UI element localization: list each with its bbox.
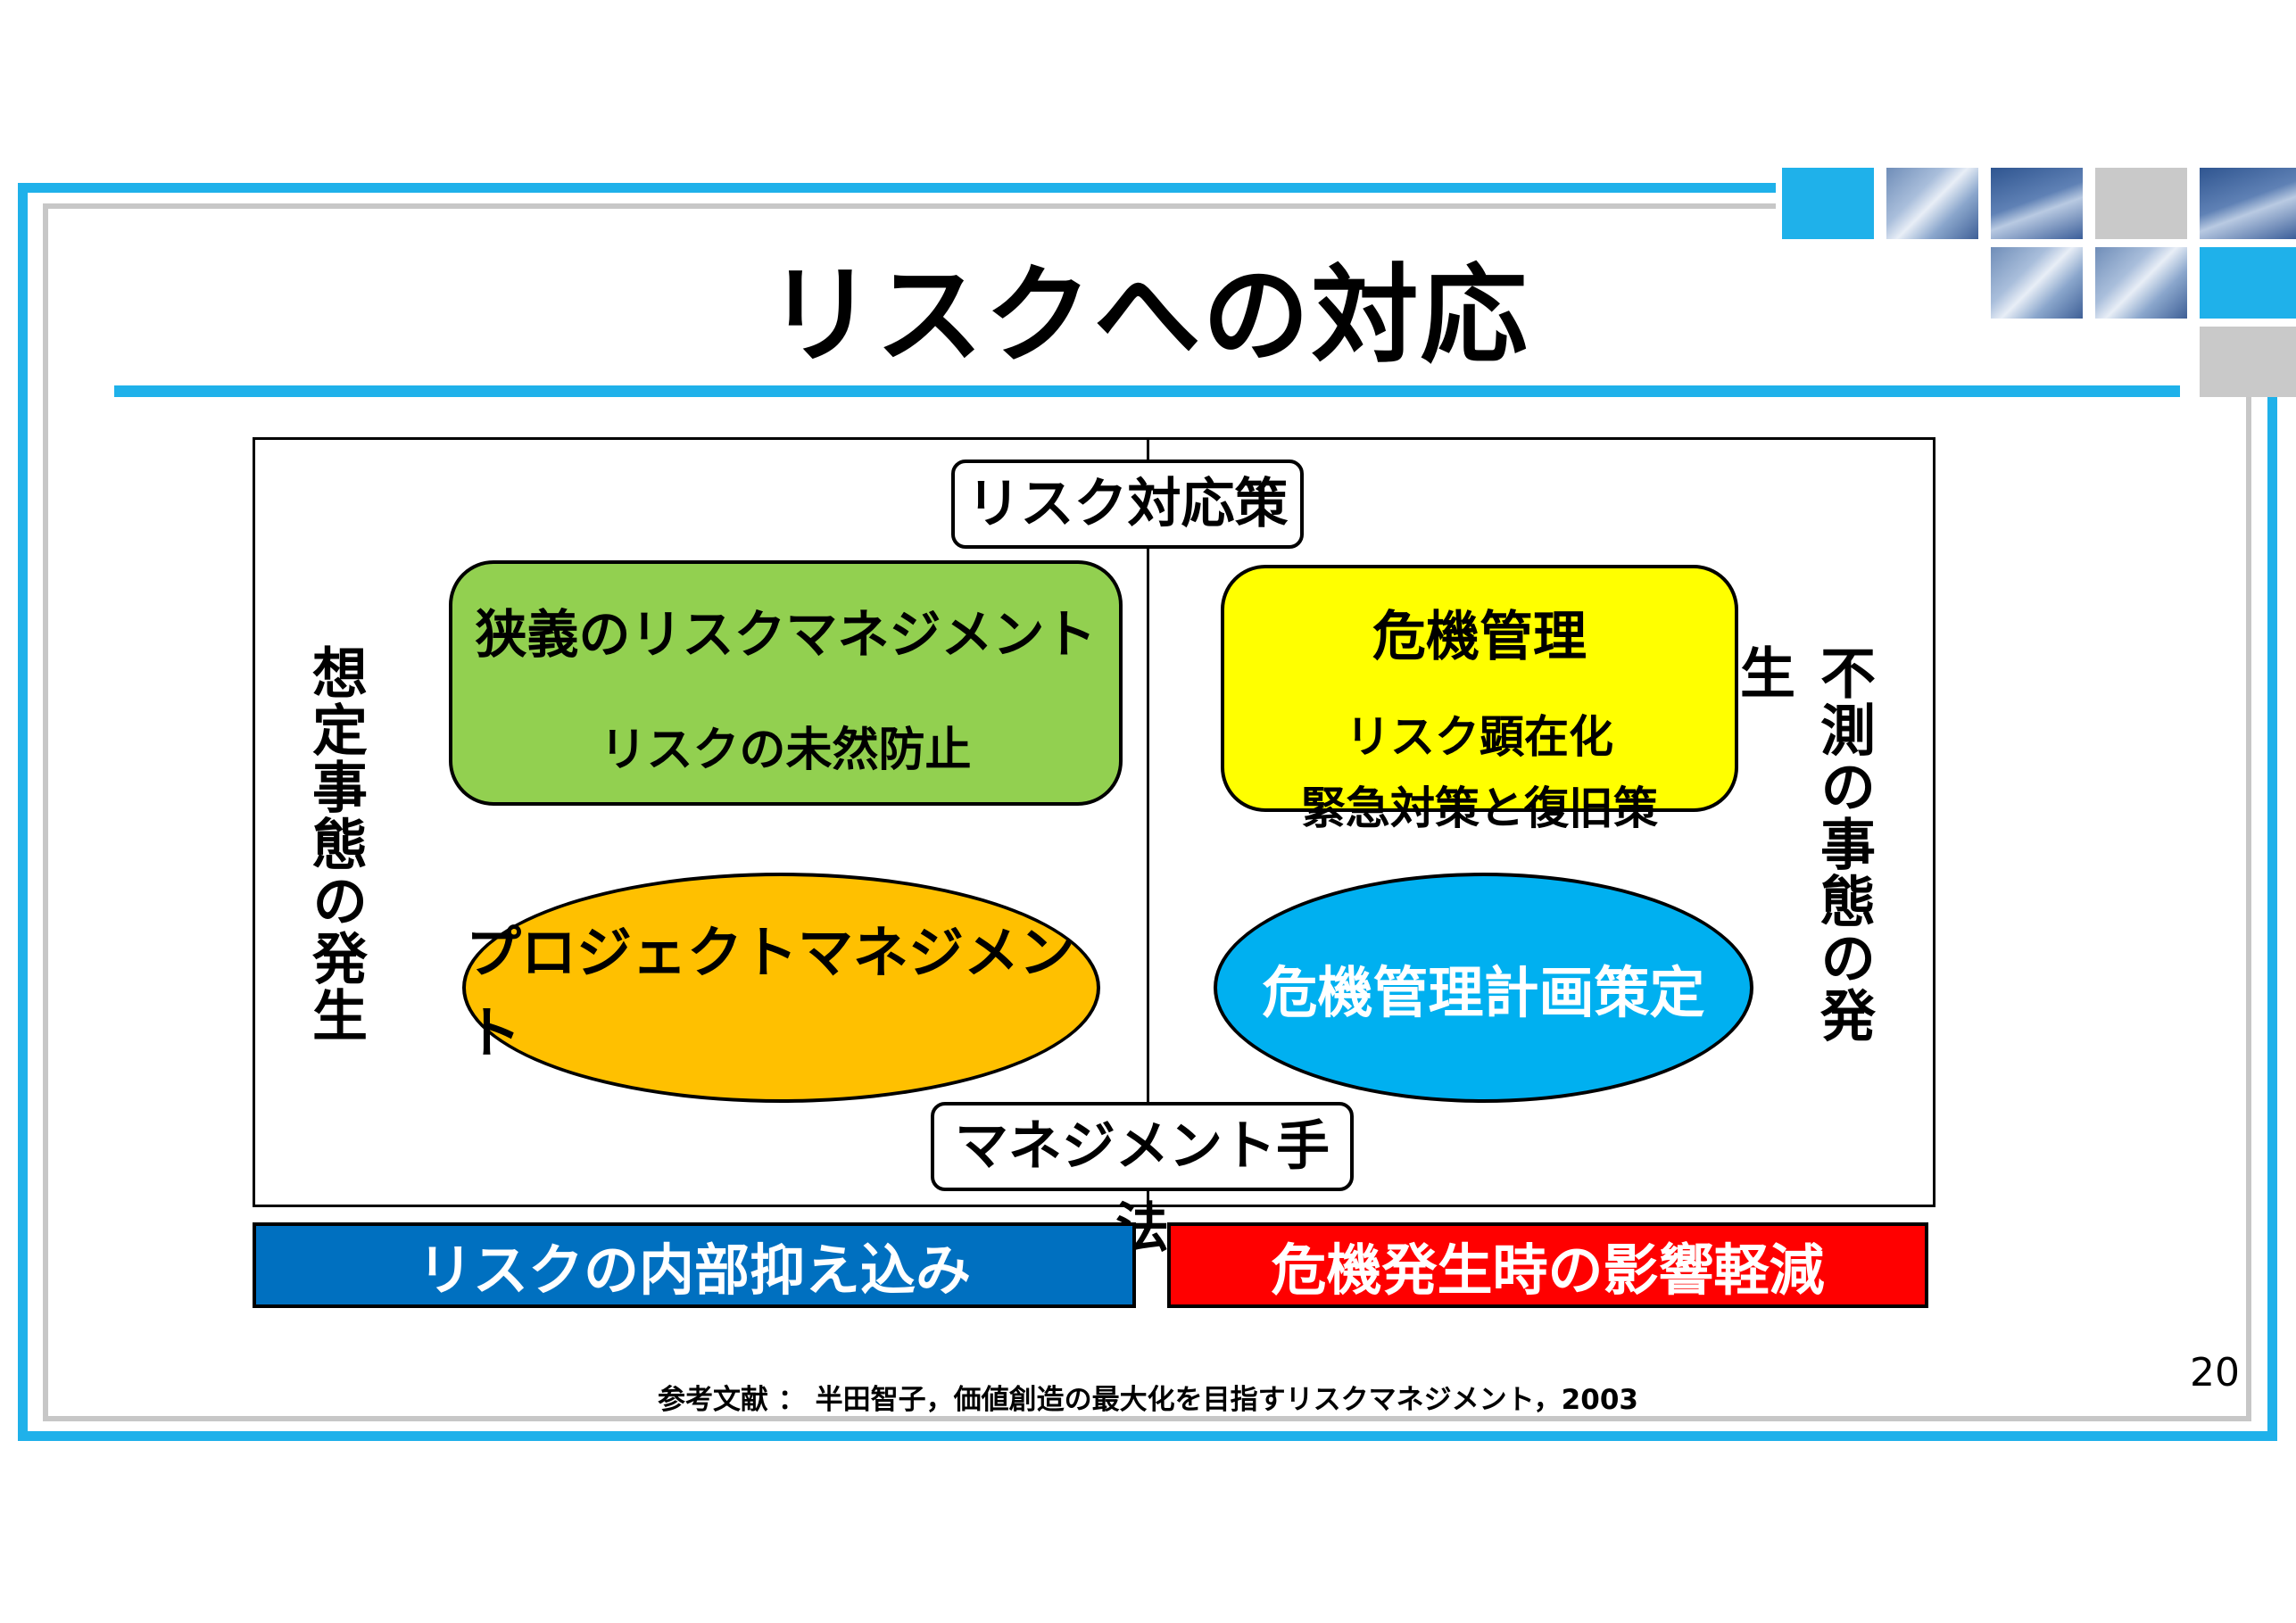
tile — [2200, 327, 2296, 397]
internal-suppression-bar: リスクの内部抑え込み — [253, 1222, 1136, 1308]
tile — [1991, 168, 2083, 239]
tile — [1886, 168, 1978, 239]
diagram-divider — [1147, 437, 1149, 1207]
crisis-management-box: 危機管理 リスク顕在化 緊急対策と復旧策 — [1221, 565, 1738, 834]
decorative-tiles — [1776, 165, 2296, 397]
reference-note: 参考文献 ： 半田智子，価値創造の最大化を目指すリスクマネジメント，2003 — [658, 1384, 1638, 1416]
project-management-ellipse: プロジェクトマネジメント — [462, 873, 1100, 1103]
crisis-management-title: 危機管理 — [1372, 606, 1587, 668]
tile — [1782, 168, 1874, 239]
tile — [2095, 168, 2187, 239]
narrow-risk-management-box: 狭義のリスクマネジメント リスクの未然防止 — [449, 560, 1123, 806]
bottom-label: マネジメント手法 — [931, 1102, 1354, 1260]
impact-reduction-bar: 危機発生時の影響軽減 — [1167, 1222, 1928, 1308]
crisis-management-line2: 緊急対策と復旧策 — [1301, 783, 1658, 834]
slide-title: リスクへの対応 — [767, 254, 1529, 378]
tile — [2200, 168, 2296, 239]
title-underline — [114, 385, 2180, 397]
tile — [2095, 247, 2187, 319]
top-label: リスク対応策 — [951, 460, 1304, 549]
crisis-plan-ellipse: 危機管理計画策定 — [1214, 873, 1753, 1103]
narrow-risk-management-subtitle: リスクの未然防止 — [600, 724, 972, 777]
project-management-label: プロジェクトマネジメント — [466, 920, 1075, 1065]
narrow-risk-management-title: 狭義のリスクマネジメント — [475, 604, 1097, 665]
slide-frame-inner — [43, 203, 2251, 1421]
impact-reduction-label: 危機発生時の影響軽減 — [1271, 1238, 1825, 1303]
page-number: 20 — [2190, 1350, 2240, 1395]
tile — [2200, 247, 2296, 319]
right-axis-label: 不測の事態の発生 — [1730, 644, 1876, 1044]
internal-suppression-label: リスクの内部抑え込み — [417, 1238, 971, 1303]
left-axis-label: 想定事態の発生 — [303, 644, 368, 1044]
crisis-management-line1: リスク顕在化 — [1346, 711, 1613, 763]
crisis-plan-label: 危機管理計画策定 — [1262, 960, 1705, 1025]
slide-frame-outer — [18, 183, 2277, 1441]
tile — [1991, 247, 2083, 319]
